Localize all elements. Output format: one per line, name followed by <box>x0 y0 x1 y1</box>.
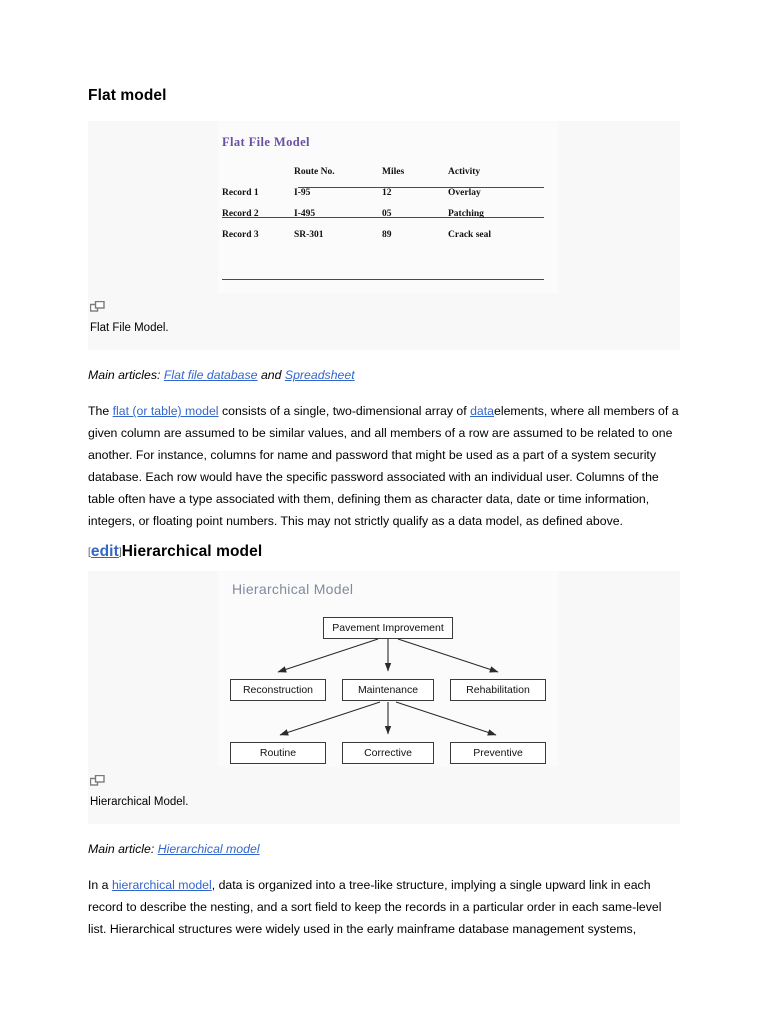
enlarge-icon[interactable] <box>89 773 105 786</box>
cell-activity: Overlay <box>448 188 481 199</box>
page-title-hierarchical-model: [edit]Hierarchical model <box>88 542 680 561</box>
node-preventive: Preventive <box>450 741 546 764</box>
figure-inner-flat: Flat File Model Route No. Miles Activity… <box>88 121 680 351</box>
link-hierarchical-model-inline[interactable]: hierarchical model <box>111 877 212 892</box>
figure-inner-hier: Hierarchical Model <box>88 570 680 824</box>
table-header-activity: Activity <box>448 167 481 178</box>
node-rehabilitation: Rehabilitation <box>450 678 546 701</box>
cell-route: I-495 <box>294 209 316 220</box>
figure-caption-hier: Hierarchical Model. <box>90 795 189 808</box>
paragraph-flat-model: The flat (or table) model consists of a … <box>88 400 680 532</box>
cell-miles: 05 <box>382 209 392 220</box>
cell-record-label: Record 1 <box>222 188 259 199</box>
link-spreadsheet[interactable]: Spreadsheet <box>284 368 355 383</box>
edit-section-link[interactable]: edit <box>90 543 119 561</box>
table-header-miles: Miles <box>382 167 405 178</box>
main-article-hier: Main article: Hierarchical model <box>88 838 680 860</box>
cell-miles: 89 <box>382 230 392 241</box>
link-flat-or-table-model[interactable]: flat (or table) model <box>112 404 219 419</box>
link-data[interactable]: data <box>470 404 495 419</box>
node-routine: Routine <box>230 741 326 764</box>
text-segment: elements, where all members of a given c… <box>88 404 679 529</box>
text-segment: consists of a single, two-dimensional ar… <box>218 404 471 419</box>
figure-hierarchical-model: Hierarchical Model <box>88 570 680 824</box>
text-segment: , data is organized into a tree-like str… <box>88 877 662 936</box>
edit-section-bracket: ] <box>118 547 122 559</box>
table-header-row: Route No. Miles Activity <box>222 167 548 183</box>
main-articles-conjunction: and <box>260 368 282 383</box>
link-flat-file-database[interactable]: Flat file database <box>163 368 258 383</box>
figure-flat-file-model: Flat File Model Route No. Miles Activity… <box>88 121 680 351</box>
hierarchy-connectors <box>277 638 499 736</box>
table-row: Record 1 I-95 12 Overlay <box>222 183 548 204</box>
hierarchical-model-diagram: Hierarchical Model <box>218 570 558 767</box>
enlarge-icon[interactable] <box>89 299 105 313</box>
figure-caption-flat: Flat File Model. <box>90 322 169 335</box>
main-articles-prefix: Main articles: <box>88 368 161 383</box>
cell-route: I-95 <box>294 188 311 199</box>
cell-activity: Patching <box>448 209 484 220</box>
paragraph-hierarchical-model: In a hierarchical model, data is organiz… <box>88 874 680 940</box>
table-row: Record 2 I-495 05 Patching <box>222 204 548 225</box>
heading-text-flat-model: Flat model <box>88 87 167 104</box>
node-pavement-improvement: Pavement Improvement <box>323 616 453 639</box>
node-maintenance: Maintenance <box>342 678 434 701</box>
cell-record-label: Record 2 <box>222 209 259 220</box>
table-row: Record 3 SR-301 89 Crack seal <box>222 225 548 246</box>
figure-image-hier: Hierarchical Model <box>218 570 558 767</box>
edit-section-bracket: [ <box>88 547 91 559</box>
table-header-blank <box>222 167 294 183</box>
main-articles-flat: Main articles: Flat file database and Sp… <box>88 364 680 386</box>
table-rule-mid <box>222 217 544 219</box>
cell-record-label: Record 3 <box>222 230 259 241</box>
node-reconstruction: Reconstruction <box>230 678 326 701</box>
node-corrective: Corrective <box>342 741 434 764</box>
table-header-route: Route No. <box>294 167 335 178</box>
heading-text-hierarchical-model: Hierarchical model <box>121 543 263 561</box>
cell-route: SR-301 <box>294 230 324 241</box>
flat-file-model-diagram: Flat File Model Route No. Miles Activity… <box>218 121 558 294</box>
cell-miles: 12 <box>382 188 392 199</box>
main-article-prefix: Main article: <box>88 841 155 856</box>
text-segment: In a <box>88 877 112 892</box>
table-rule-top <box>298 187 544 189</box>
page-title-flat-model: Flat model <box>88 86 680 105</box>
cell-activity: Crack seal <box>448 230 492 241</box>
hierarchical-model-title: Hierarchical Model <box>232 580 354 597</box>
enlarge-button-flat[interactable] <box>88 293 680 318</box>
enlarge-button-hier[interactable] <box>88 767 680 792</box>
flat-file-table: Route No. Miles Activity Record 1 I-95 1… <box>222 167 548 246</box>
flat-file-model-title: Flat File Model <box>222 135 310 150</box>
figure-image-flat: Flat File Model Route No. Miles Activity… <box>218 121 558 294</box>
link-hierarchical-model[interactable]: Hierarchical model <box>157 841 260 856</box>
text-segment: The <box>88 404 113 419</box>
table-rule-bottom <box>222 279 544 281</box>
